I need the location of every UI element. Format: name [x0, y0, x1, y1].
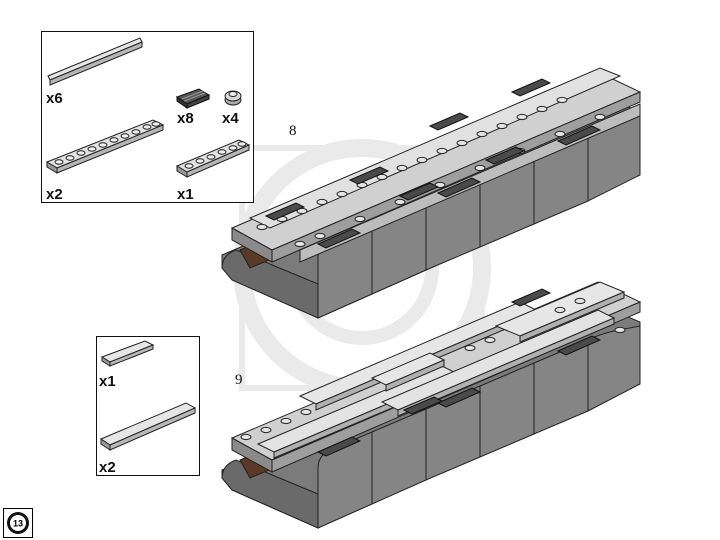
part-qty: x8 [177, 110, 194, 127]
page-number-badge-icon: 13 [3, 508, 33, 538]
step-number: 9 [235, 372, 243, 388]
part-qty: x4 [222, 110, 239, 127]
plate-1x8-icon [47, 37, 143, 86]
step-number: 8 [289, 123, 297, 139]
tile-1x4-icon [100, 340, 155, 367]
tile-1x8-icon [99, 402, 197, 451]
part-qty: x2 [46, 186, 63, 203]
page-number: 13 [13, 519, 23, 529]
round-plate-1x1-icon [224, 90, 242, 106]
part-qty: x1 [177, 186, 194, 203]
step-9-parts-list: x1 x2 [96, 336, 200, 476]
grille-tile-1x2-icon [175, 88, 211, 109]
plate-1x6-icon [175, 139, 251, 178]
part-qty: x2 [99, 459, 116, 476]
step-8-parts-list: x6 x8 x4 x2 x1 [41, 31, 254, 203]
plate-1x10-icon [45, 119, 165, 174]
part-qty: x1 [99, 373, 116, 390]
part-qty: x6 [46, 90, 63, 107]
